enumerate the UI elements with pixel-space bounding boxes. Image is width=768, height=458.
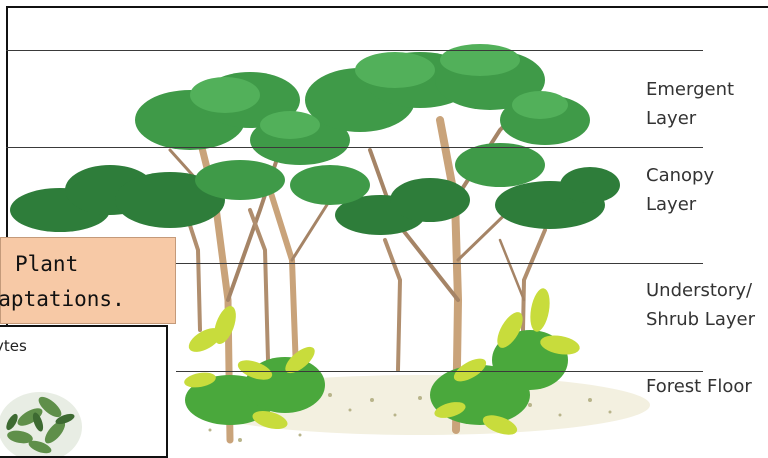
emergent-boundary-line [6, 50, 703, 51]
plant-adaptations-callout: Plant adaptations. [0, 237, 176, 324]
emergent-layer-label: Emergent Layer [646, 75, 734, 133]
canopy-foliage [10, 44, 620, 235]
callout-line-2: adaptations. [0, 287, 125, 311]
forest-floor-boundary-line [176, 371, 703, 372]
canopy-boundary-line [6, 147, 703, 148]
understory-boundary-line [176, 263, 703, 264]
epiphyte-plant-image [0, 327, 168, 458]
epiphytes-inset: ytes [0, 325, 168, 458]
forest-floor-label: Forest Floor [646, 372, 752, 401]
understory-layer-label: Understory/ Shrub Layer [646, 276, 755, 334]
canopy-layer-label: Canopy Layer [646, 161, 714, 219]
callout-line-1: Plant [15, 252, 78, 276]
